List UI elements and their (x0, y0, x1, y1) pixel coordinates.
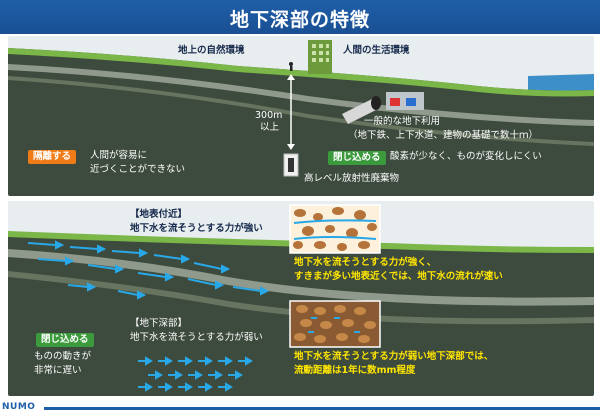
confine-badge-bottom: 閉じ込める (36, 333, 94, 347)
movement-text-line1: ものの動きが (34, 351, 92, 362)
footer-rule (44, 407, 600, 410)
numo-logo: NUMO (2, 402, 36, 412)
surface-human-label: 人間の生活環境 (343, 45, 410, 56)
isolate-text-line2: 近づくことができない (90, 164, 186, 175)
fast-flow-arrows (27, 240, 270, 300)
near-surface-text: 地下水を流そうとする力が強い (130, 223, 263, 234)
deep-highlight-1: 地下水を流そうとする力が弱い地下深部では、 (294, 351, 494, 362)
deep-heading: 【地下深部】 (130, 318, 188, 329)
top-panel-cross-section: 地上の自然環境 人間の生活環境 300m 以上 一般的な地下利用 （地下鉄、上下… (8, 36, 594, 196)
surface-natural-label: 地上の自然環境 (178, 45, 245, 56)
bottom-panel-groundwater: 【地表付近】 地下水を流そうとする力が強い 地下水を流そうとする力が強く、 すき… (8, 201, 594, 396)
groundwater-cross-section-graphic (8, 201, 594, 396)
near-surface-highlight-1: 地下水を流そうとする力が強く、 (294, 257, 437, 268)
page-title: 地下深部の特徴 (229, 9, 370, 31)
near-surface-highlight-2: すきまが多い地表近くでは、地下水の流れが速い (294, 271, 503, 282)
movement-text-line2: 非常に遅い (34, 365, 82, 376)
underground-usage-title: 一般的な地下利用 (364, 116, 441, 127)
depth-label-unit: 以上 (260, 122, 280, 133)
depth-label-value: 300m (255, 110, 283, 121)
confine-text-top: 酸素が少なく、ものが変化しにくい (390, 151, 542, 162)
title-bar: 地下深部の特徴 (0, 0, 600, 34)
isolate-text-line1: 人間が容易に (90, 150, 148, 161)
deep-soil-closeup (289, 300, 381, 348)
deep-highlight-2: 流動距離は1年に数mm程度 (294, 365, 416, 376)
confine-badge-top: 閉じ込める (328, 151, 386, 165)
deep-text: 地下水を流そうとする力が弱い (130, 332, 263, 343)
top-cross-section-graphic (8, 36, 594, 196)
waste-label: 高レベル放射性廃棄物 (304, 173, 400, 184)
slow-flow-arrows (138, 356, 253, 392)
isolate-badge: 隔離する (28, 150, 77, 164)
underground-usage-detail: （地下鉄、上下水道、建物の基礎で数十ｍ） (348, 130, 539, 141)
near-surface-heading: 【地表付近】 (130, 209, 188, 220)
near-surface-soil-closeup (289, 204, 381, 254)
